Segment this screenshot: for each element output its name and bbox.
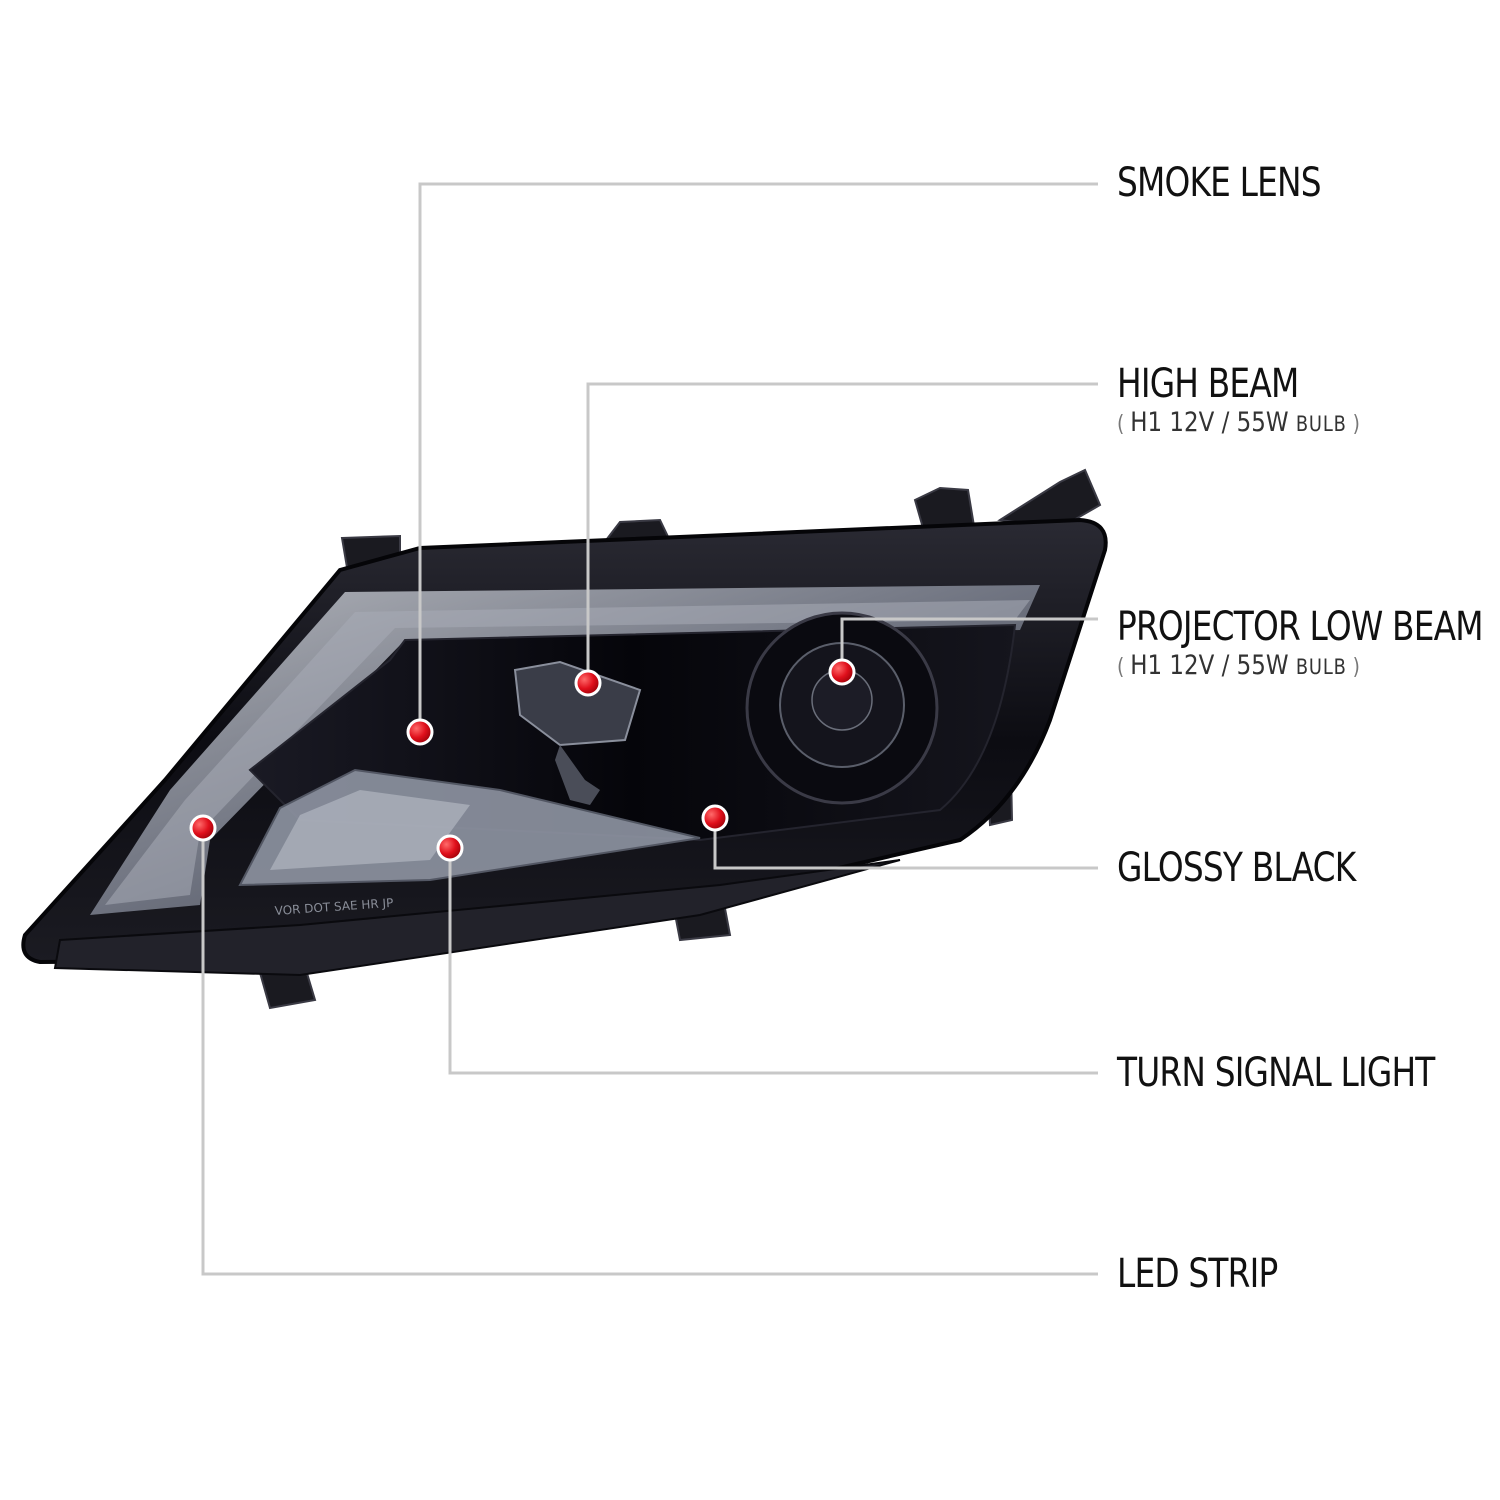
- lower-trim: [53, 859, 901, 977]
- callout-line-glossy-black: [713, 818, 1098, 870]
- callout-line-turn-signal-light: [448, 848, 1098, 1075]
- label-high-beam: HIGH BEAM ( H1 12V / 55W BULB ): [1117, 361, 1403, 441]
- marker-smoke-lens: [406, 718, 434, 746]
- label-glossy-black-title: GLOSSY BLACK: [1117, 845, 1356, 891]
- projector-bulb-spec: H1 12V / 55W: [1130, 650, 1289, 681]
- label-glossy-black: GLOSSY BLACK: [1117, 845, 1408, 891]
- label-led-strip: LED STRIP: [1117, 1251, 1313, 1297]
- callout-line-led-strip: [201, 828, 1098, 1276]
- label-projector-low-beam-title: PROJECTOR LOW BEAM: [1117, 604, 1484, 650]
- label-turn-signal-light-title: TURN SIGNAL LIGHT: [1117, 1050, 1435, 1096]
- marker-high-beam: [574, 669, 602, 697]
- label-led-strip-title: LED STRIP: [1117, 1251, 1278, 1297]
- marker-projector-low-beam: [828, 658, 856, 686]
- label-projector-low-beam-bulb: ( H1 12V / 55W BULB ): [1117, 650, 1360, 681]
- marker-turn-signal-light: [436, 834, 464, 862]
- marker-glossy-black: [701, 804, 729, 832]
- label-smoke-lens: SMOKE LENS: [1117, 160, 1365, 206]
- label-turn-signal-light: TURN SIGNAL LIGHT: [1117, 1050, 1500, 1096]
- label-projector-low-beam: PROJECTOR LOW BEAM ( H1 12V / 55W BULB ): [1117, 604, 1500, 684]
- marker-led-strip: [189, 814, 217, 842]
- callout-line-projector-low-beam: [840, 617, 1098, 672]
- label-high-beam-bulb: ( H1 12V / 55W BULB ): [1117, 407, 1360, 438]
- led-strip-inner: [105, 600, 1030, 905]
- high-beam-bulb-suffix: BULB: [1295, 412, 1347, 436]
- high-beam-bulb-spec: H1 12V / 55W: [1130, 407, 1289, 438]
- projector-bulb-suffix: BULB: [1295, 655, 1347, 679]
- label-high-beam-title: HIGH BEAM: [1117, 361, 1299, 407]
- callout-line-smoke-lens: [418, 182, 1098, 732]
- callout-line-high-beam: [586, 382, 1098, 683]
- label-smoke-lens-title: SMOKE LENS: [1117, 160, 1322, 206]
- callout-lines: [201, 182, 1098, 1276]
- callout-markers: [189, 658, 856, 862]
- high-beam-reflector: [513, 660, 642, 805]
- turn-signal-facets: [270, 790, 470, 870]
